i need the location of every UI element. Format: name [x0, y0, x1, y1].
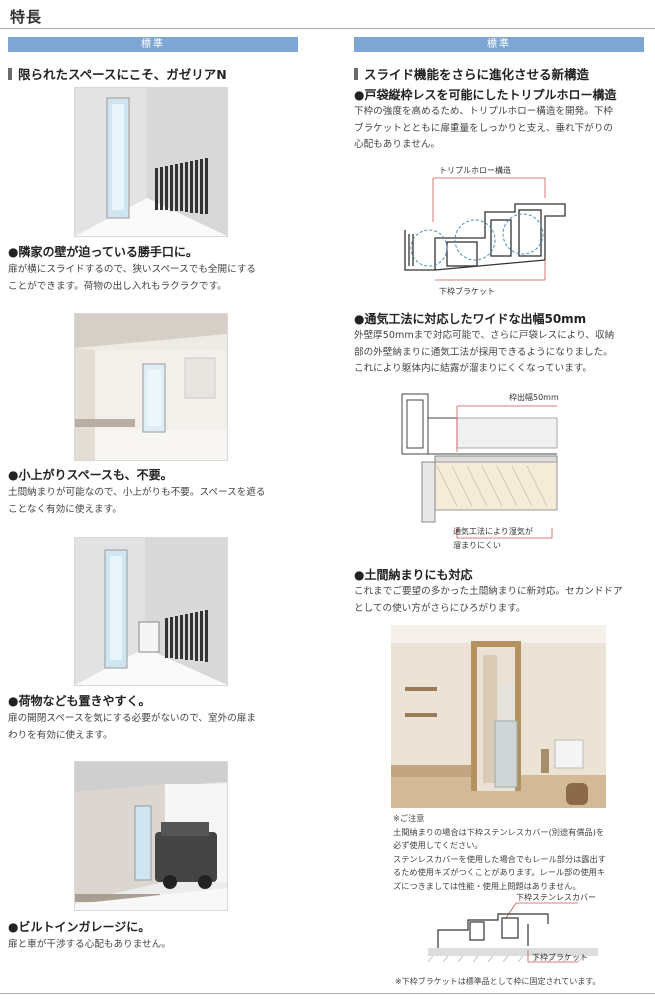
label-stainless-cover: 下枠ステンレスカバー: [516, 892, 596, 902]
structure-title-2: ●通気工法に対応したワイドな出幅50mm: [354, 312, 587, 326]
illustration-side-yard: [74, 87, 228, 237]
left-section-heading: 限られたスペースにこそ、ガゼリアN: [8, 64, 227, 83]
illustration-entry-room: [74, 313, 228, 461]
label-bottom-bracket: 下枠ブラケット: [439, 286, 495, 296]
feature-title-4: ●ビルトインガレージに。: [8, 920, 151, 934]
feature-title-2: ●小上がりスペースも、不要。: [8, 468, 173, 482]
title-divider: [0, 28, 655, 29]
photo-doma-installation: [391, 625, 606, 808]
right-section-heading: スライド機能をさらに進化させる新構造: [354, 64, 589, 83]
diagram-triple-hollow: トリプルホロー構造 下枠ブラケット: [395, 160, 595, 300]
structure-title-1: ●戸袋縦枠レスを可能にしたトリプルホロー構造: [354, 88, 617, 102]
feature-title-3: ●荷物なども置きやすく。: [8, 694, 151, 708]
feature-title-1: ●隣家の壁が迫っている勝手口に。: [8, 245, 198, 259]
label-ventilation-2: 溜まりにくい: [453, 540, 501, 550]
footnote: ※下枠ブラケットは標準品として枠に固定されています。: [395, 977, 601, 986]
structure-text-1: 下枠の強度を高めるため、トリプルホロー構造を開発。下枠ブラケットとともに扉重量を…: [354, 106, 614, 150]
diagram-stainless-cover: 下枠ステンレスカバー 下枠ブラケット: [427, 890, 598, 970]
heading-marker-icon: [354, 68, 358, 80]
label-frame-width: 枠出幅50mm: [509, 392, 559, 402]
label-triple-hollow: トリプルホロー構造: [439, 165, 511, 175]
diagram-ventilation: 枠出幅50mm 通気工法により湿気が 溜まりにくい: [397, 388, 597, 558]
left-standard-badge: 標準: [8, 37, 298, 52]
caution-note: ※ご注意 土間納まりの場合は下枠ステンレスカバー(別途有償品)を必ず使用してくだ…: [393, 812, 643, 893]
label-bracket: 下枠ブラケット: [532, 952, 588, 962]
footer-divider: [0, 993, 655, 994]
heading-marker-icon: [8, 68, 12, 80]
label-ventilation-1: 通気工法により湿気が: [453, 526, 533, 536]
feature-text-3: 扉の開閉スペースを気にする必要がないので、室外の扉まわりを有効に使えます。: [8, 713, 256, 741]
illustration-storage-space: [74, 537, 228, 686]
feature-text-2: 土間納まりが可能なので、小上がりも不要。スペースを遮ることなく有効に使えます。: [8, 487, 266, 515]
feature-text-1: 扉が横にスライドするので、狭いスペースでも全開にすることができます。荷物の出し入…: [8, 264, 256, 292]
structure-text-3: これまでご要望の多かった土間納まりに新対応。セカンドドアとしての使い方がさらにひ…: [354, 586, 623, 614]
structure-text-2: 外壁厚50mmまで対応可能で、さらに戸袋レスにより、収納部の外壁納まりに通気工法…: [354, 330, 615, 374]
right-standard-badge: 標準: [354, 37, 644, 52]
caution-heading: ※ご注意: [393, 813, 425, 823]
feature-text-4: 扉と車が干渉する心配もありません。: [8, 939, 171, 950]
illustration-garage: [74, 761, 228, 911]
structure-title-3: ●土間納まりにも対応: [354, 568, 473, 582]
page-title: 特長: [10, 8, 43, 26]
